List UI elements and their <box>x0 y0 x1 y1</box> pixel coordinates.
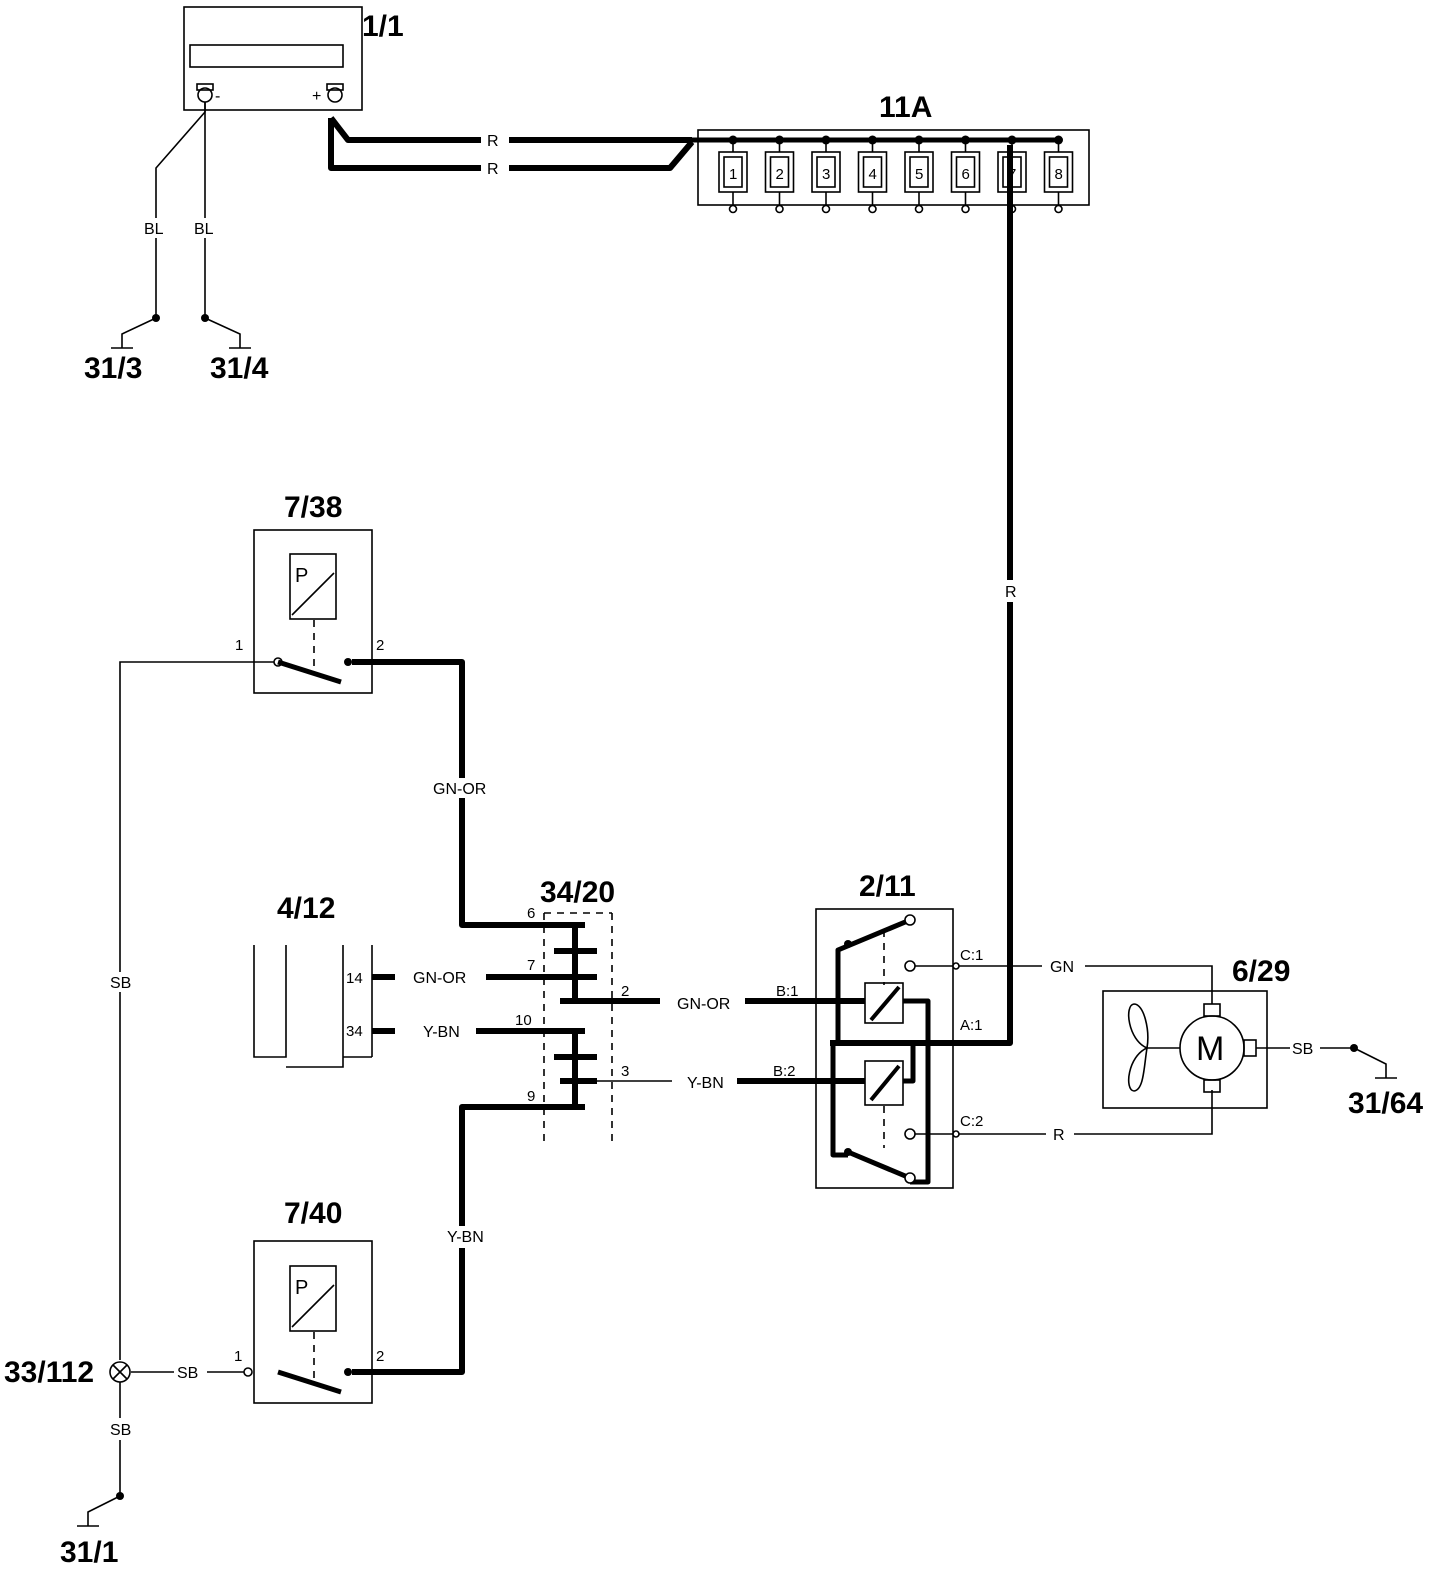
pin-module-34: 34 <box>346 1023 363 1040</box>
wire-label-gn-or-3: GN-OR <box>677 996 730 1013</box>
label-ground-31-1: 31/1 <box>60 1536 118 1569</box>
pin-conn-10: 10 <box>515 1012 532 1029</box>
wire-y-bn-conn-switch2-b <box>352 1248 465 1375</box>
fuse-label-3: 3 <box>822 166 830 183</box>
ground-symbol-31-64 <box>1350 1044 1397 1079</box>
pin-relay-a1: A:1 <box>960 1017 983 1034</box>
fuse-2: 2 <box>764 135 795 214</box>
wire-label-r-3: R <box>1005 584 1017 601</box>
wire-y-bn-conn-switch2-a <box>459 1104 585 1226</box>
wire-r-fuse7-relay <box>830 145 1013 1046</box>
ground-symbol-31-4 <box>201 314 251 349</box>
pin-relay-c1: C:1 <box>960 947 983 964</box>
wire-bl-ground-31-3 <box>155 102 206 318</box>
pin-switch2-1: 1 <box>234 1348 242 1365</box>
wire-label-sb-3: SB <box>177 1365 198 1382</box>
pin-module-14: 14 <box>346 970 363 987</box>
connector-34-20 <box>543 912 660 1147</box>
fuse-6: 6 <box>950 135 981 214</box>
pressure-symbol-1: P <box>295 565 308 587</box>
pressure-switch-7-38: P <box>253 529 373 694</box>
wire-label-bl-1: BL <box>144 221 164 238</box>
wire-label-r-2: R <box>487 161 499 178</box>
pin-switch1-2: 2 <box>376 637 384 654</box>
wire-label-sb-2: SB <box>1292 1041 1313 1058</box>
wire-label-gn-or-1: GN-OR <box>433 781 486 798</box>
pin-relay-b2: B:2 <box>773 1063 796 1080</box>
pin-switch2-2: 2 <box>376 1348 384 1365</box>
fuse-5: 5 <box>904 135 934 214</box>
wire-label-gn: GN <box>1050 959 1074 976</box>
wire-label-y-bn-2: Y-BN <box>687 1075 724 1092</box>
label-connector: 34/20 <box>540 876 615 909</box>
fuse-8: 8 <box>1043 135 1074 214</box>
label-battery: 1/1 <box>362 10 404 43</box>
label-pressure-switch-1: 7/38 <box>284 491 342 524</box>
pin-conn-3: 3 <box>621 1063 629 1080</box>
wire-label-sb-1: SB <box>110 975 131 992</box>
wire-sb-switch1-splice <box>119 661 274 1360</box>
label-relay: 2/11 <box>859 870 916 903</box>
fuse-label-4: 4 <box>869 166 877 183</box>
label-ground-31-3: 31/3 <box>84 352 142 385</box>
label-ground-31-64: 31/64 <box>1348 1087 1423 1120</box>
pressure-switch-7-40: P <box>243 1240 373 1404</box>
label-fusebox: 11A <box>879 91 932 124</box>
fuse-label-5: 5 <box>915 166 923 183</box>
label-splice: 33/112 <box>4 1356 94 1389</box>
pin-relay-c2: C:2 <box>960 1113 983 1130</box>
fan-motor-6-29: M <box>1102 990 1268 1109</box>
pressure-symbol-2: P <box>295 1277 308 1299</box>
wire-label-r-1: R <box>487 133 499 150</box>
label-ground-31-4: 31/4 <box>210 352 269 385</box>
wire-r-relay-motor-b <box>1074 1090 1213 1135</box>
pin-conn-6: 6 <box>527 905 535 922</box>
fuse-label-2: 2 <box>776 166 784 183</box>
pin-switch1-1: 1 <box>235 637 243 654</box>
pin-conn-7: 7 <box>527 957 535 974</box>
wire-r-upper <box>328 116 692 143</box>
fuse-1: 1 <box>718 135 748 214</box>
battery-1-1: - + <box>183 6 363 111</box>
wire-label-y-bn-1: Y-BN <box>423 1024 460 1041</box>
relay-2-11 <box>815 908 954 1189</box>
ground-symbol-31-1 <box>77 1492 124 1527</box>
wire-label-r-4: R <box>1053 1127 1065 1144</box>
fuse-3: 3 <box>811 135 841 214</box>
control-module-4-12 <box>253 945 373 1068</box>
fuse-4: 4 <box>857 135 888 214</box>
pin-conn-2: 2 <box>621 983 629 1000</box>
wire-label-y-bn-3: Y-BN <box>447 1229 484 1246</box>
fuse-label-8: 8 <box>1055 166 1063 183</box>
splice-33-112 <box>109 1361 131 1383</box>
battery-neg-terminal: - <box>215 88 220 105</box>
fuse-label-1: 1 <box>729 166 737 183</box>
wire-label-sb-4: SB <box>110 1422 131 1439</box>
wire-gn-relay-motor-b <box>1085 965 1213 1004</box>
label-fan-motor: 6/29 <box>1232 955 1290 988</box>
wire-label-gn-or-2: GN-OR <box>413 970 466 987</box>
label-control-module: 4/12 <box>277 892 335 925</box>
motor-symbol: M <box>1196 1030 1224 1068</box>
label-pressure-switch-2: 7/40 <box>284 1197 342 1230</box>
wire-label-bl-2: BL <box>194 221 214 238</box>
ground-symbol-31-3 <box>111 314 160 349</box>
fuse-label-6: 6 <box>962 166 970 183</box>
battery-pos-terminal: + <box>312 88 321 105</box>
pin-conn-9: 9 <box>527 1088 535 1105</box>
pin-relay-b1: B:1 <box>776 983 799 1000</box>
